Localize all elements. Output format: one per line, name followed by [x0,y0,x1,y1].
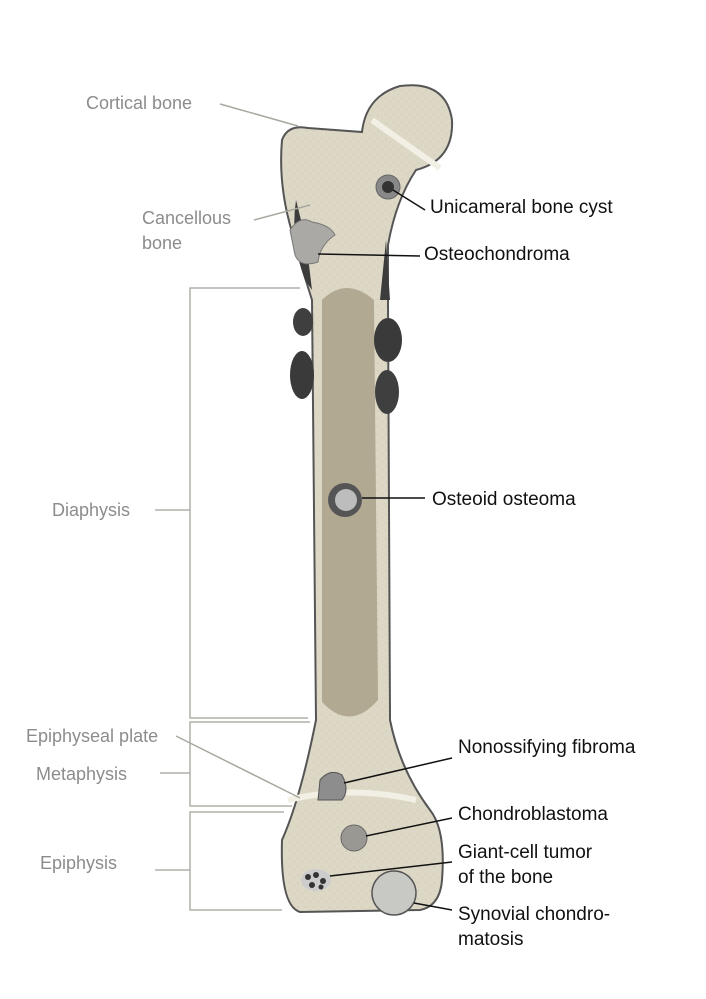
osteochondroma-lesion [289,219,336,265]
distal-growth-plate [287,789,417,803]
giant-cell-tumor-lesion [301,869,331,891]
diaphysis-bracket [189,287,308,719]
label-cortical-bone: Cortical bone [86,93,192,113]
label-osteochondroma: Osteochondroma [424,244,570,265]
cancellous-bone-leader [253,204,311,221]
label-unicameral-bone-cyst: Unicameral bone cyst [430,197,613,218]
epiphyseal-plate-leader [175,735,301,799]
label-synovial-chondromatosis-1: Synovial chondro- [458,904,610,925]
label-chondroblastoma: Chondroblastoma [458,804,608,825]
head-growth-plate [370,117,442,171]
label-synovial-chondromatosis-2: matosis [458,929,523,950]
cortical-bone-leader [219,103,299,127]
chondroblastoma-lesion [340,824,368,852]
chondroblastoma-leader [365,817,453,837]
label-osteoid-osteoma: Osteoid osteoma [432,489,576,510]
cyst-leader [392,189,426,211]
label-cancellous-bone-2: bone [142,233,182,253]
giant-cell-leader [329,861,453,877]
exostosis-right-1 [374,318,402,362]
epiphysis-bracket [189,811,284,911]
label-cancellous-bone-1: Cancellous [142,208,231,228]
label-giant-cell-tumor-2: of the bone [458,867,553,888]
synovial-leader [413,902,453,911]
nonossifying-fibroma-lesion [317,771,347,801]
label-epiphyseal-plate: Epiphyseal plate [26,726,158,746]
label-nonossifying-fibroma: Nonossifying fibroma [458,737,636,758]
cortex-shadow-right [380,240,390,300]
synovial-chondromatosis-lesion [371,870,417,916]
exostosis-left-2 [290,351,314,399]
label-metaphysis: Metaphysis [36,764,127,784]
fibroma-leader [343,757,453,784]
label-diaphysis: Diaphysis [52,500,130,520]
exostosis-left-1 [293,308,313,336]
exostosis-right-2 [375,370,399,414]
metaphysis-bracket [189,721,310,807]
label-epiphysis: Epiphysis [40,853,117,873]
label-giant-cell-tumor-1: Giant-cell tumor [458,842,593,863]
osteochondroma-leader [317,253,421,257]
